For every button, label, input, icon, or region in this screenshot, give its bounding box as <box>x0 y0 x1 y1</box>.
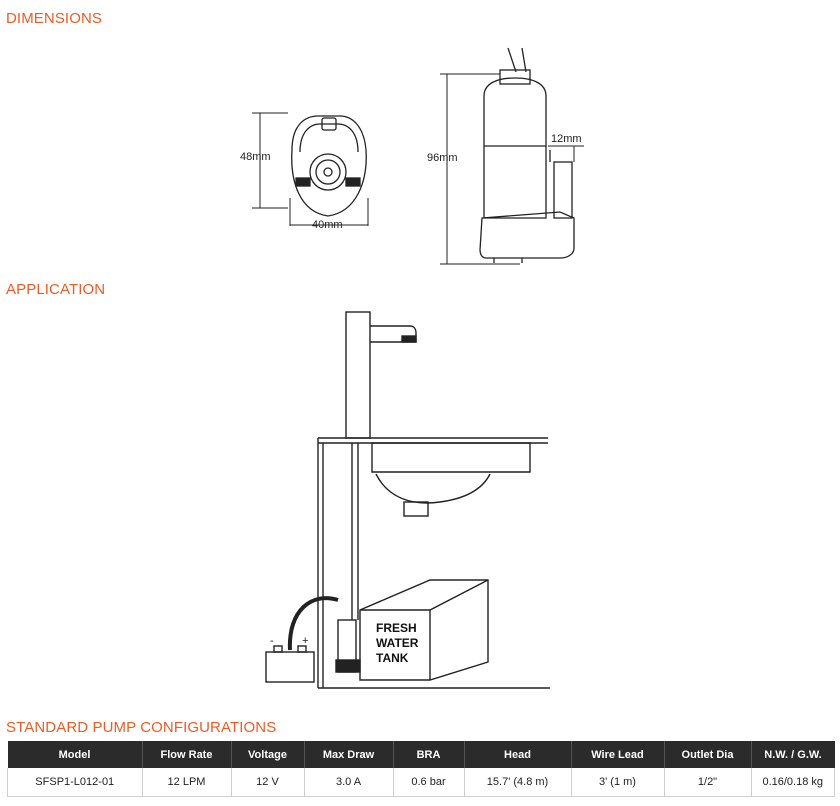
battery-plus: + <box>302 635 308 647</box>
cell-model: SFSP1-L012-01 <box>7 768 143 797</box>
cell-weight: 0.16/0.18 kg <box>751 768 835 797</box>
tank-label-line-2: WATER <box>376 636 419 650</box>
cell-flow-rate: 12 LPM <box>142 768 232 797</box>
header-model: Model <box>7 741 143 768</box>
battery-minus: - <box>270 635 274 647</box>
dimensions-heading: DIMENSIONS <box>6 10 103 27</box>
dim-height-side: 96mm <box>427 152 458 164</box>
tank-label-line-1: FRESH <box>376 621 417 635</box>
header-weight: N.W. / G.W. <box>751 741 835 768</box>
cell-wire-lead: 3' (1 m) <box>571 768 665 797</box>
dim-width-front: 40mm <box>312 219 343 231</box>
header-wire-lead: Wire Lead <box>571 741 665 768</box>
dim-outlet: 12mm <box>551 133 582 145</box>
sink-assembly <box>265 311 550 689</box>
table-row: SFSP1-L012-01 12 LPM 12 V 3.0 A 0.6 bar … <box>7 768 835 797</box>
header-bra: BRA <box>393 741 465 768</box>
configurations-table: Model Flow Rate Voltage Max Draw BRA Hea… <box>7 741 835 797</box>
table-header-row: Model Flow Rate Voltage Max Draw BRA Hea… <box>7 741 835 768</box>
pump-front-view <box>291 115 367 217</box>
dimensions-drawing: 48mm 40mm 96mm 12mm <box>240 47 584 265</box>
cell-outlet-dia: 1/2" <box>664 768 752 797</box>
header-voltage: Voltage <box>231 741 305 768</box>
cell-voltage: 12 V <box>231 768 305 797</box>
cell-head: 15.7' (4.8 m) <box>464 768 572 797</box>
application-drawing: FRESH WATER TANK - + <box>265 311 550 689</box>
header-flow-rate: Flow Rate <box>142 741 232 768</box>
dim-height-front: 48mm <box>240 151 271 163</box>
pump-side-view <box>479 47 575 263</box>
configurations-heading: STANDARD PUMP CONFIGURATIONS <box>6 719 277 736</box>
header-max-draw: Max Draw <box>304 741 394 768</box>
cell-bra: 0.6 bar <box>393 768 465 797</box>
tank-label-line-3: TANK <box>376 651 409 665</box>
cell-max-draw: 3.0 A <box>304 768 394 797</box>
header-outlet-dia: Outlet Dia <box>664 741 752 768</box>
header-head: Head <box>464 741 572 768</box>
application-heading: APPLICATION <box>6 281 106 298</box>
